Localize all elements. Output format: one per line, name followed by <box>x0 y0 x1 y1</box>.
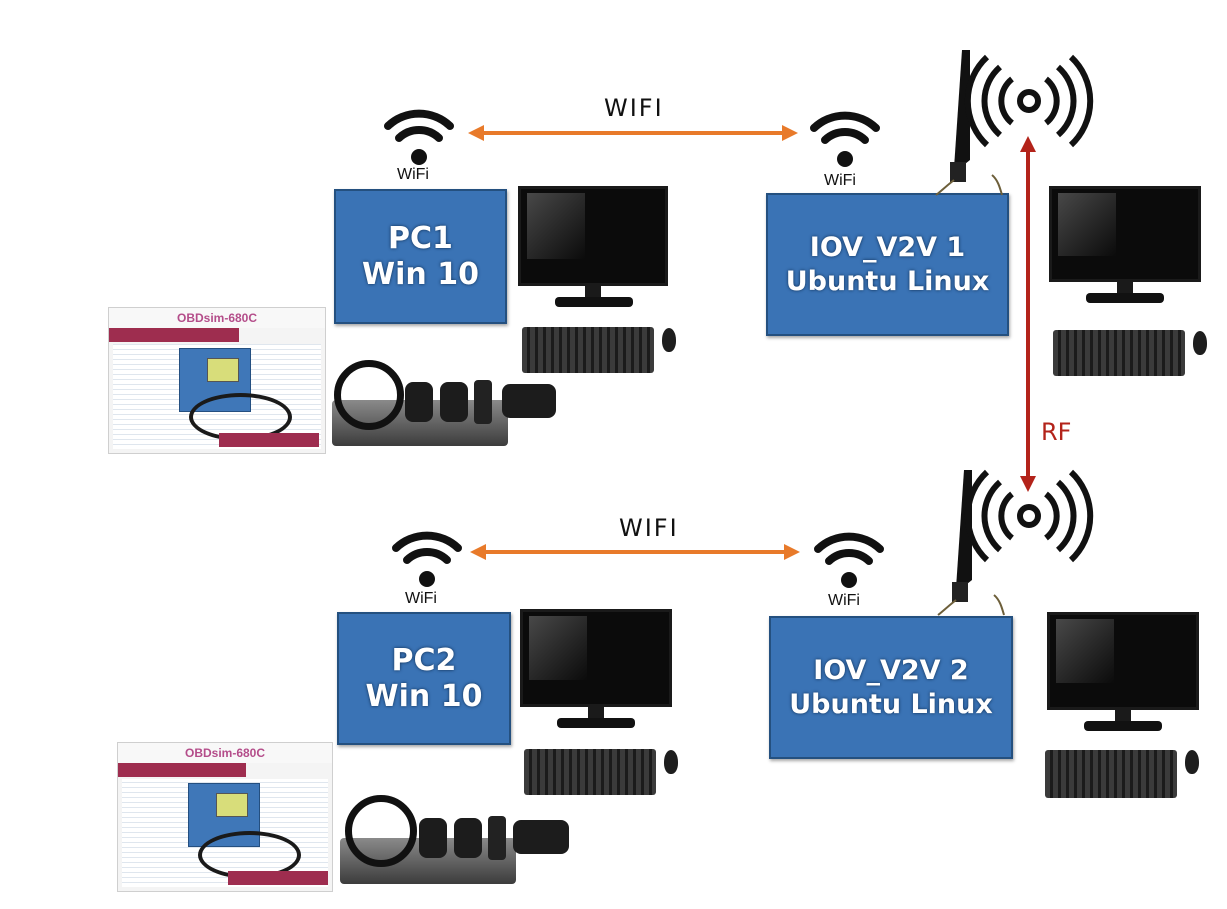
v2v2-box: IOV_V2V 2 Ubuntu Linux <box>769 616 1013 759</box>
v2v1-wifi-label: WiFi <box>824 172 856 189</box>
v2v2-wifi-label: WiFi <box>828 592 860 609</box>
mouse-icon <box>1193 331 1207 355</box>
pc2-v2v2-wifi-arrow <box>470 544 800 560</box>
v2v1-os: Ubuntu Linux <box>785 265 990 297</box>
monitor-icon <box>1049 186 1201 282</box>
pc2-os: Win 10 <box>365 678 483 714</box>
wifi-icon <box>814 532 884 588</box>
v2v2-name: IOV_V2V 2 <box>813 654 969 686</box>
keyboard-icon <box>522 327 654 373</box>
pc2-wifi-label: WiFi <box>405 590 437 607</box>
steering-wheel-icon <box>345 795 417 867</box>
top-wifi-link-label: WIFI <box>604 94 664 122</box>
radio-signal-icon <box>964 54 1094 148</box>
pc1-wifi-label: WiFi <box>397 166 429 183</box>
rf-arrow <box>1020 136 1036 492</box>
v2v2-os: Ubuntu Linux <box>789 688 993 720</box>
keyboard-icon <box>1053 330 1185 376</box>
pc1-v2v1-wifi-arrow <box>468 125 798 141</box>
steering-wheel-icon <box>334 360 404 430</box>
wifi-icon <box>392 531 462 587</box>
monitor-icon <box>1047 612 1199 710</box>
pc1-box: PC1 Win 10 <box>334 189 507 324</box>
obdsim-software-screenshot: OBDsim-680C <box>117 742 333 892</box>
mouse-icon <box>1185 750 1199 774</box>
monitor-icon <box>520 609 672 707</box>
bottom-wifi-link-label: WIFI <box>619 514 679 542</box>
mouse-icon <box>664 750 678 774</box>
software-title: OBDsim-680C <box>118 743 332 763</box>
v2v1-name: IOV_V2V 1 <box>809 231 966 263</box>
wifi-icon <box>384 109 454 165</box>
v2v1-box: IOV_V2V 1 Ubuntu Linux <box>766 193 1009 336</box>
monitor-icon <box>518 186 668 286</box>
radio-signal-icon <box>964 469 1094 563</box>
pc2-box: PC2 Win 10 <box>337 612 511 745</box>
software-title: OBDsim-680C <box>109 308 325 328</box>
antenna-icon <box>935 50 1003 196</box>
obdsim-software-screenshot: OBDsim-680C <box>108 307 326 454</box>
rf-link-label: RF <box>1041 418 1072 446</box>
pc2-name: PC2 <box>391 642 457 678</box>
wifi-icon <box>810 111 880 167</box>
pc1-name: PC1 <box>388 220 453 256</box>
keyboard-icon <box>1045 750 1177 798</box>
pc1-os: Win 10 <box>362 256 479 292</box>
keyboard-icon <box>524 749 656 795</box>
mouse-icon <box>662 328 676 352</box>
